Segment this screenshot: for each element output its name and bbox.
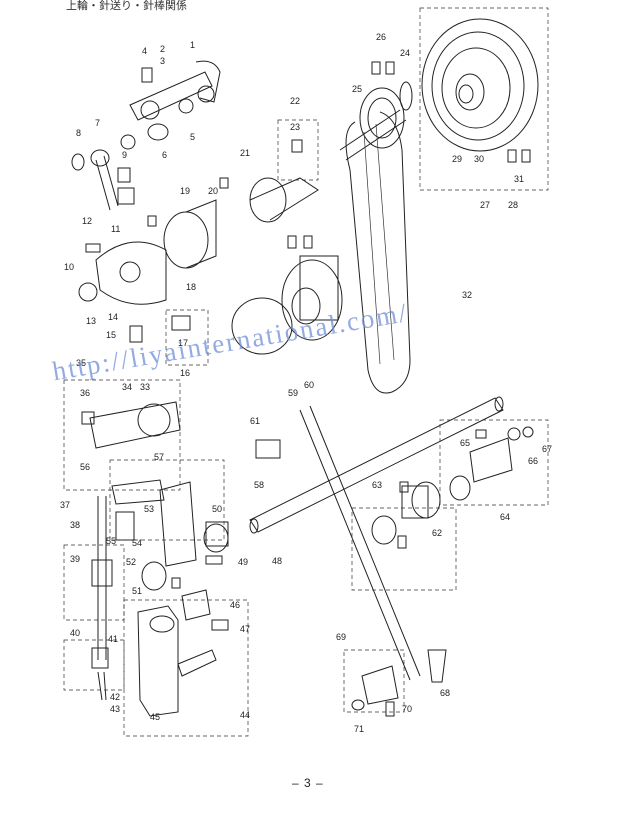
main-shaft [249,396,504,681]
callout-25: 25 [352,84,362,94]
callout-67: 67 [542,444,552,454]
crank-assembly [78,119,319,366]
callout-35: 35 [76,358,86,368]
callout-22: 22 [290,96,300,106]
callout-27: 27 [480,200,490,210]
callout-6: 6 [162,150,167,160]
callout-20: 20 [208,186,218,196]
callout-14: 14 [108,312,118,322]
callout-3: 3 [160,56,165,66]
page-header: 上輪・針送り・針棒関係 [66,0,187,12]
callout-9: 9 [122,150,127,160]
callout-56: 56 [80,462,90,472]
gear-and-ring [231,235,343,355]
callout-5: 5 [190,132,195,142]
callout-42: 42 [110,692,120,702]
callout-30: 30 [474,154,484,164]
feed-linkage [71,60,221,211]
callout-19: 19 [180,186,190,196]
callout-54: 54 [132,538,142,548]
callout-40: 40 [70,628,80,638]
callout-2: 2 [160,44,165,54]
callout-39: 39 [70,554,80,564]
callout-55: 55 [106,536,116,546]
callout-64: 64 [500,512,510,522]
callout-46: 46 [230,600,240,610]
callout-28: 28 [508,200,518,210]
callout-17: 17 [178,338,188,348]
callout-59: 59 [288,388,298,398]
callout-36: 36 [80,388,90,398]
frame-44 [123,555,249,737]
callout-33: 33 [140,382,150,392]
callout-37: 37 [60,500,70,510]
callout-24: 24 [400,48,410,58]
callout-13: 13 [86,316,96,326]
callout-38: 38 [70,520,80,530]
callout-69: 69 [336,632,346,642]
callout-51: 51 [132,586,142,596]
callout-7: 7 [95,118,100,128]
callout-68: 68 [440,688,450,698]
callout-63: 63 [372,480,382,490]
callout-8: 8 [76,128,81,138]
linkage-64 [439,419,549,506]
callout-26: 26 [376,32,386,42]
callout-32: 32 [462,290,472,300]
callout-60: 60 [304,380,314,390]
callout-34: 34 [122,382,132,392]
callout-44: 44 [240,710,250,720]
callout-29: 29 [452,154,462,164]
callout-18: 18 [186,282,196,292]
callout-66: 66 [528,456,538,466]
callout-41: 41 [108,634,118,644]
callout-1: 1 [190,40,195,50]
callout-65: 65 [460,438,470,448]
callout-45: 45 [150,712,160,722]
linkage-69 [343,649,447,717]
callout-62: 62 [432,528,442,538]
timing-belt [345,111,411,394]
callout-52: 52 [126,557,136,567]
callout-71: 71 [354,724,364,734]
callout-50: 50 [212,504,222,514]
needle-bar-assembly [63,379,181,701]
callout-57: 57 [154,452,164,462]
callout-70: 70 [402,704,412,714]
callout-11: 11 [111,224,120,234]
page-number: – 3 – [292,776,324,790]
callout-16: 16 [180,368,190,378]
callout-12: 12 [82,216,92,226]
callout-48: 48 [272,556,282,566]
group-22 [351,481,457,591]
pulley-group [339,7,549,191]
callout-23: 23 [290,122,300,132]
callout-43: 43 [110,704,120,714]
callout-4: 4 [142,46,147,56]
callout-58: 58 [254,480,264,490]
callout-10: 10 [64,262,74,272]
callout-15: 15 [106,330,116,340]
take-up-assembly [109,459,229,591]
callout-47: 47 [240,624,250,634]
callout-21: 21 [240,148,250,158]
callout-31: 31 [514,174,524,184]
callout-53: 53 [144,504,154,514]
callout-61: 61 [250,416,260,426]
callout-49: 49 [238,557,248,567]
